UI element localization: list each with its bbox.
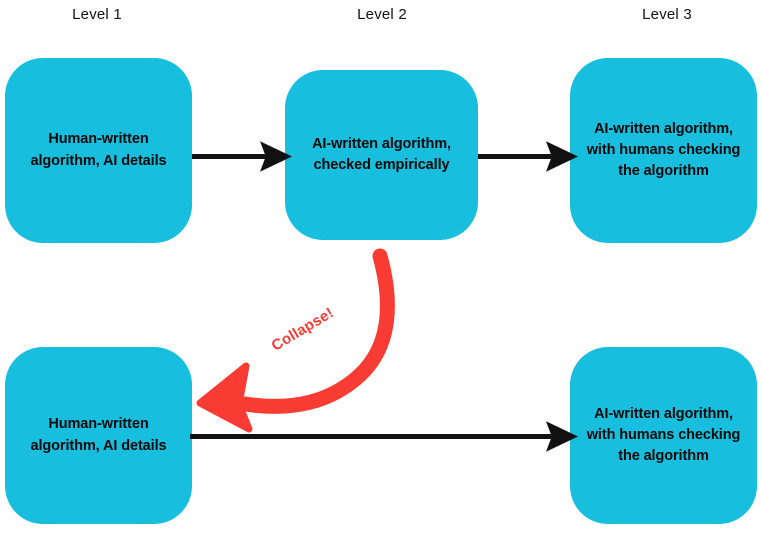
- column-header-level-1: Level 1: [72, 6, 122, 23]
- collapse-annotation-label: Collapse!: [268, 304, 337, 355]
- node-bottom-level-1[interactable]: Human-written algorithm, AI details: [5, 347, 192, 524]
- column-header-level-2: Level 2: [357, 6, 407, 23]
- node-top-level-3-label: AI-written algorithm, with humans checki…: [586, 120, 741, 179]
- column-header-level-3: Level 3: [642, 6, 692, 23]
- node-top-level-1-label: Human-written algorithm, AI details: [30, 131, 167, 169]
- node-top-level-2-label: AI-written algorithm, checked empiricall…: [312, 135, 451, 173]
- node-bottom-level-1-label: Human-written algorithm, AI details: [30, 416, 167, 454]
- node-top-level-1[interactable]: Human-written algorithm, AI details: [5, 58, 192, 243]
- node-bottom-level-3[interactable]: AI-written algorithm, with humans checki…: [570, 347, 757, 524]
- node-bottom-level-3-label: AI-written algorithm, with humans checki…: [586, 405, 741, 464]
- node-top-level-2[interactable]: AI-written algorithm, checked empiricall…: [285, 70, 478, 240]
- node-top-level-3[interactable]: AI-written algorithm, with humans checki…: [570, 58, 757, 243]
